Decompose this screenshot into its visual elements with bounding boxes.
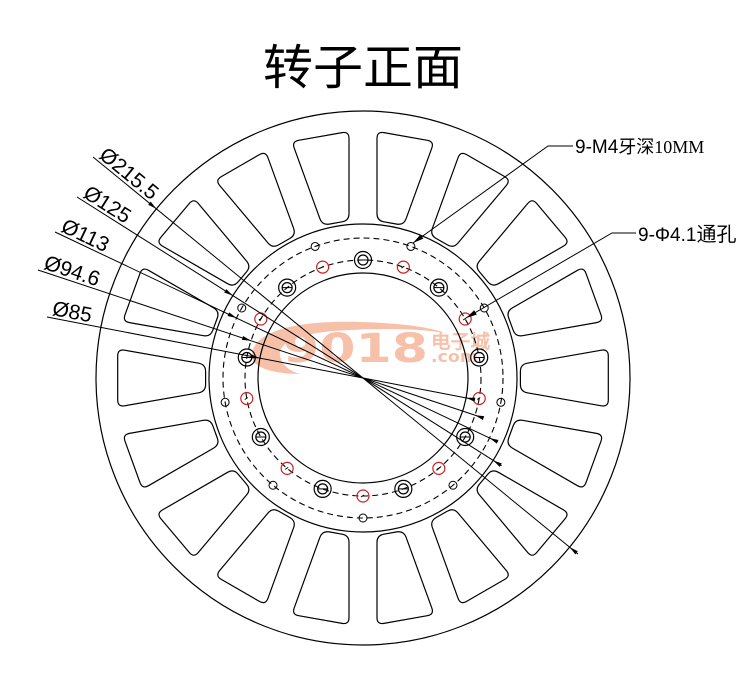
slot-inner-ring-d125 — [208, 223, 518, 533]
rotor-slot — [123, 268, 219, 337]
outer-bolt-circle-d113 — [222, 237, 504, 519]
through-hole-outline — [432, 461, 446, 475]
callout-note: 牙深10MM — [618, 137, 704, 157]
callout-through-holes: 9-Φ4.1通孔 — [465, 223, 736, 319]
threaded-hole-outer — [313, 479, 332, 498]
rotor-slot — [158, 470, 250, 556]
rotor-slot — [507, 268, 603, 337]
dimension-line — [92, 156, 579, 555]
callout-text: 9-Φ4.1通孔 — [638, 223, 736, 246]
callout-text: 9-M4牙深10MM — [575, 137, 704, 158]
rotor-slot — [158, 200, 250, 286]
through-hole-icon — [240, 391, 254, 406]
threaded-hole-icon — [353, 250, 373, 270]
rotor-slot — [476, 470, 568, 556]
dimension-arrow-icon — [569, 547, 578, 555]
through-hole-mark — [436, 466, 441, 470]
dimension-arrow-icon — [493, 460, 502, 467]
center-bore-d85 — [257, 272, 469, 484]
through-hole-icon — [396, 260, 410, 274]
callout-threaded-holes: 9-M4牙深10MM — [412, 137, 704, 244]
threaded-hole-icon — [394, 479, 413, 498]
through-hole-mark — [284, 466, 289, 470]
through-hole-outline — [356, 489, 370, 503]
dimension-arrow-icon — [148, 201, 157, 209]
rotor-slot — [292, 131, 350, 225]
through-hole-icon — [432, 461, 446, 475]
callout-note: 通孔 — [696, 223, 736, 246]
rotor-slot — [217, 152, 295, 247]
small-hole-icon — [220, 397, 230, 407]
small-hole-icon — [496, 397, 506, 407]
dimension-arrow-icon — [489, 437, 499, 444]
through-hole-icon — [356, 489, 370, 503]
through-hole-outline — [316, 260, 330, 274]
threaded-hole-icon — [278, 278, 297, 297]
through-hole-icon — [458, 312, 472, 326]
small-hole-icon — [406, 241, 416, 251]
dimension-arrow-icon — [466, 397, 476, 402]
threaded-hole-outer — [278, 278, 297, 297]
rotor-slot — [376, 131, 434, 225]
through-hole-icon — [280, 461, 294, 475]
callout-spec: 9-Φ4.1 — [638, 225, 696, 246]
threaded-hole-icon — [470, 348, 489, 367]
through-hole-mark — [320, 265, 324, 269]
rotor-slot — [117, 349, 207, 407]
threaded-hole-outer — [429, 278, 448, 297]
threaded-hole-outer — [470, 348, 489, 367]
leader-line — [412, 145, 573, 244]
dimension-arrow-icon — [241, 336, 252, 341]
leader-arrow-icon — [466, 310, 477, 318]
rotor-slot — [507, 419, 603, 488]
hole-callouts: 9-M4牙深10MM 9-Φ4.1通孔 — [412, 137, 736, 319]
rotor-slots — [117, 131, 609, 625]
dimension-arrow-icon — [227, 312, 237, 319]
small-hole-icon — [358, 513, 368, 523]
small-hole-icon — [310, 241, 320, 251]
dimension-arrow-icon — [474, 415, 485, 420]
outer-circle-d215-5 — [95, 110, 631, 646]
watermark-chinese-text: 电子城 — [431, 330, 490, 353]
through-hole-icon — [316, 260, 330, 274]
small-hole-icon — [268, 480, 278, 490]
watermark-logo: 9018 电子城 .com — [252, 321, 490, 374]
watermark-digits: 9018 — [283, 326, 428, 372]
through-hole-mark — [360, 494, 365, 498]
rotor-slot — [376, 531, 434, 625]
through-hole-mark — [401, 265, 405, 269]
through-hole-outline — [458, 312, 472, 326]
through-hole-mark — [476, 397, 481, 400]
through-hole-mark — [462, 317, 467, 321]
drawing-title: 转子正面 — [263, 40, 463, 96]
rotor-slot — [292, 531, 350, 625]
through-hole-outline — [396, 260, 410, 274]
through-hole-outline — [240, 391, 254, 406]
through-hole-mark — [258, 317, 263, 321]
rotor-slot — [217, 509, 295, 604]
leader-arrow-icon — [413, 234, 424, 243]
small-hole-icon — [448, 480, 458, 490]
through-hole-outline — [280, 461, 294, 475]
threaded-hole-outer — [394, 479, 413, 498]
reference-circles — [95, 110, 631, 646]
watermark-swoosh-icon — [252, 321, 445, 374]
threaded-hole-outer — [251, 427, 270, 447]
rotor-slot — [431, 509, 509, 604]
threaded-hole-outer — [353, 250, 373, 270]
threaded-hole-icon — [313, 479, 332, 498]
small-hole-icon — [237, 303, 247, 313]
threaded-hole-icon — [251, 427, 270, 447]
threaded-hole-icon — [429, 278, 448, 297]
through-hole-mark — [244, 397, 249, 400]
rotor-slot — [519, 349, 609, 407]
watermark-domain-suffix: .com — [431, 347, 478, 366]
dimension-arrow-icon — [224, 289, 233, 296]
small-hole-icon — [479, 303, 489, 313]
rotor-slot — [123, 419, 219, 488]
callout-spec: 9-M4 — [575, 137, 619, 158]
leader-line — [465, 232, 636, 319]
rotor-slot — [476, 200, 568, 286]
